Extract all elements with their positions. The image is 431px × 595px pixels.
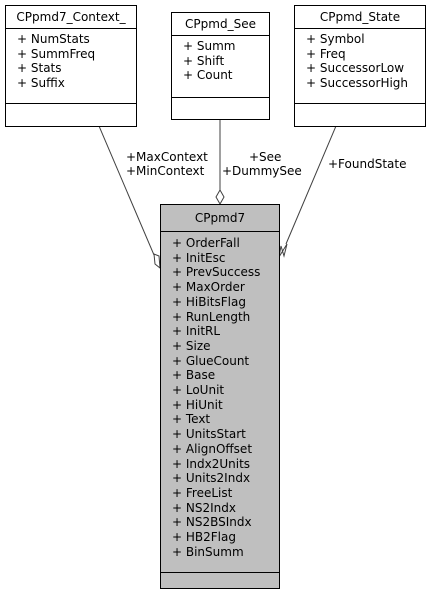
attribute-list: + OrderFall + InitEsc + PrevSuccess + Ma…	[161, 232, 279, 573]
attribute-list: + Symbol + Freq + SuccessorLow + Success…	[295, 29, 425, 104]
attribute: + Symbol	[306, 32, 365, 46]
attribute: + HiUnit	[172, 397, 223, 412]
attribute: + PrevSuccess	[172, 265, 261, 280]
attribute: + NS2Indx	[172, 500, 236, 515]
edge-label-min-context: +MinContext	[126, 164, 205, 178]
attribute: + SuccessorLow	[306, 61, 405, 76]
attribute: + GlueCount	[172, 353, 250, 368]
attribute: + RunLength	[172, 309, 251, 324]
class-title: CPpmd_State	[295, 6, 425, 29]
attribute: + Indx2Units	[172, 456, 251, 471]
edge-context-to-ppmd7	[98, 125, 155, 256]
attribute: + Base	[172, 368, 216, 383]
aggregation-diamond-see	[215, 188, 225, 206]
attribute: + Count	[183, 68, 233, 83]
attribute: + InitEsc	[172, 250, 226, 265]
attribute: + MaxOrder	[172, 280, 245, 295]
class-title: CPpmd_See	[172, 13, 269, 36]
attribute: + Freq	[306, 46, 346, 61]
attribute-list: + Summ + Shift + Count	[172, 36, 269, 98]
class-title: CPpmd7	[161, 205, 279, 232]
attribute: + Shift	[183, 53, 225, 68]
attribute: + AlignOffset	[172, 441, 253, 456]
edge-label-dummy-see: +DummySee	[222, 164, 302, 178]
attribute: + NumStats	[17, 32, 90, 46]
attribute: + Stats	[17, 61, 62, 76]
edge-label-found-state: +FoundState	[328, 157, 407, 171]
class-cppmd-see[interactable]: CPpmd_See + Summ + Shift + Count	[171, 12, 270, 120]
attribute: + HB2Flag	[172, 530, 236, 545]
class-cppmd7[interactable]: CPpmd7 + OrderFall + InitEsc + PrevSucce…	[160, 204, 280, 589]
attribute: + LoUnit	[172, 383, 225, 398]
attribute-list: + NumStats + SummFreq + Stats + Suffix	[6, 29, 136, 104]
attribute: + NS2BSIndx	[172, 515, 252, 530]
class-title: CPpmd7_Context_	[6, 6, 136, 29]
attribute: + SuccessorHigh	[306, 76, 409, 91]
edge-state-to-ppmd7	[285, 125, 337, 245]
attribute: + Text	[172, 412, 211, 427]
edge-label-see: +See	[249, 150, 282, 164]
attribute: + UnitsStart	[172, 427, 246, 442]
class-cppmd7-context[interactable]: CPpmd7_Context_ + NumStats + SummFreq + …	[5, 5, 137, 127]
attribute: + Size	[172, 338, 211, 353]
attribute: + InitRL	[172, 324, 221, 339]
attribute: + Suffix	[17, 76, 65, 91]
attribute: + FreeList	[172, 485, 233, 500]
class-cppmd-state[interactable]: CPpmd_State + Symbol + Freq + SuccessorL…	[294, 5, 426, 127]
aggregation-diamond-state	[278, 243, 288, 258]
attribute: + Summ	[183, 39, 236, 53]
attribute: + BinSumm	[172, 544, 244, 559]
edge-label-max-context: +MaxContext	[126, 150, 208, 164]
attribute: + Units2Indx	[172, 471, 251, 486]
attribute: + SummFreq	[17, 46, 96, 61]
aggregation-diamond-context	[153, 253, 161, 270]
attribute: + HiBitsFlag	[172, 294, 246, 309]
attribute: + OrderFall	[172, 236, 240, 250]
